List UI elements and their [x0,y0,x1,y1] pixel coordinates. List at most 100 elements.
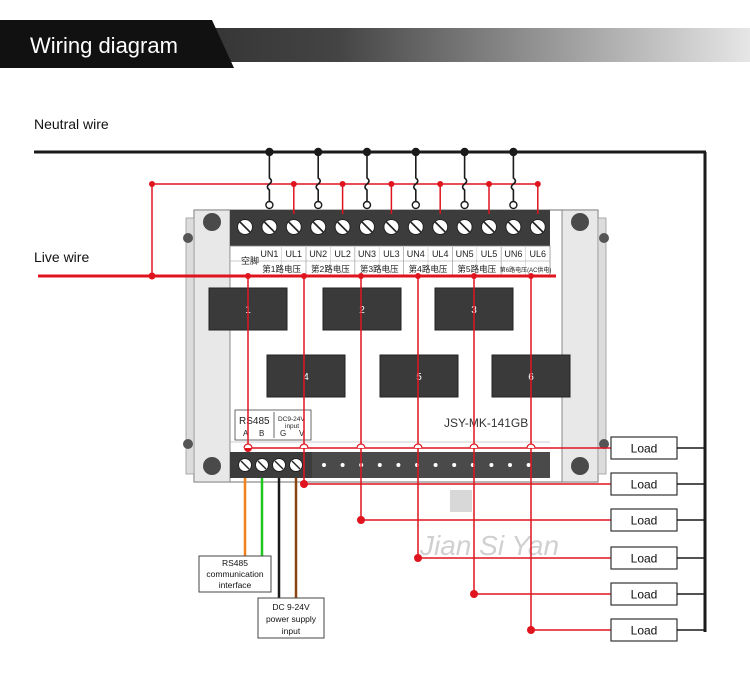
live-junction [148,272,156,280]
channel-label: 第5路电压 [457,264,496,274]
signal-wires [243,478,298,598]
load-label: Load [631,442,658,456]
channel-label: 第1路电压 [262,264,301,274]
live-wire [38,183,556,278]
terminal-label: UL5 [481,249,498,259]
live-wire-label: Live wire [34,249,89,265]
bottom-aux-strip [312,452,550,478]
wire-hop [356,443,366,449]
rs485-box-line: interface [219,580,252,590]
neutral-drop [266,152,273,204]
terminal-label: UL2 [334,249,351,259]
neutral-drop [510,152,517,204]
wire-hop [413,443,423,449]
terminal-label: UN2 [309,249,327,259]
mount-hole [571,457,589,475]
channel-label: 第6路电压(AC供电) [500,266,552,274]
aux-pin [322,463,326,467]
screw-slot [434,221,446,233]
live-bus-junction [301,273,307,279]
screw-slot [410,221,422,233]
screw-slot [532,221,544,233]
aux-pin [452,463,457,467]
screw-slot [263,221,275,233]
rs485-a-label: A [243,429,249,438]
mount-hole [203,457,221,475]
aux-pin [508,463,512,467]
terminal-lead [460,200,469,210]
dc-input-label: input [285,423,299,430]
aux-pin [433,463,438,467]
bottom-terminals [238,458,531,472]
mount-hole [203,213,221,231]
neutral-drop [315,152,321,204]
screw-slot [312,221,324,233]
aux-pin [489,463,494,467]
screw-slot [337,221,349,233]
live-bus-junction [471,273,477,279]
load-label: Load [631,624,658,638]
spare-pin-label: 空脚 [241,255,259,266]
aux-pin [526,463,531,467]
page-title: Wiring diagram [30,33,178,58]
terminal-lead [509,200,518,210]
live-drops [148,181,541,280]
live-junction [149,181,155,187]
screw-slot [385,221,397,233]
ct-label: 2 [359,305,365,316]
mount-hole [571,213,589,231]
current-transformer [379,354,459,398]
screw-slot [240,460,250,470]
wire-hop [243,443,253,449]
terminal-label: UN3 [358,249,376,259]
terminal-label: UL6 [530,249,547,259]
live-bus-junction [245,273,251,279]
current-transformer [322,287,402,331]
screw-slot [274,460,284,470]
channel-label: 第2路电压 [311,264,350,274]
load-label: Load [631,514,658,528]
terminal-lead [314,200,323,210]
load-label: Load [631,478,658,492]
load-label: Load [631,552,658,566]
screw-slot [361,221,373,233]
terminal-lead [265,200,274,210]
terminal-label: UN5 [456,249,474,259]
dc-input-label: DC9-24V [278,416,305,423]
channel-label: 第4路电压 [409,264,448,274]
watermark-text: Jian Si Yan [419,530,559,561]
screw-slot [291,460,301,470]
rs485-box-line: RS485 [222,558,248,568]
model-label: JSY-MK-141GB [444,416,528,430]
dc-power-box: DC 9-24V power supply input [257,597,325,639]
neutral-drop [413,152,419,204]
live-bus-junction [528,273,534,279]
terminal-lead [411,200,420,210]
current-transformer [266,354,346,398]
ct-label: 5 [416,372,422,383]
terminal-label: UL1 [286,249,303,259]
screw-slot [257,460,267,470]
neutral-drop [461,152,468,204]
channel-label: 第3路电压 [360,264,399,274]
terminal-label: UN4 [407,249,425,259]
aux-pin [396,463,401,467]
terminal-label: UL3 [383,249,400,259]
channel-labels: 第1路电压第2路电压第3路电压第4路电压第5路电压第6路电压(AC供电) [262,264,551,274]
rs485-label: RS485 [239,416,270,427]
dc-box-line: power supply [266,614,317,624]
rs485-interface-box: RS485 communication interface [198,555,272,593]
live-bus-junction [358,273,364,279]
wire-hop [526,443,536,449]
load-label: Load [631,588,658,602]
neutral-drops [265,147,518,210]
aux-pin [340,463,345,467]
aux-pin [377,463,382,467]
screw-slot [239,221,251,233]
dc-box-line: DC 9-24V [272,602,310,612]
terminals [237,219,546,235]
